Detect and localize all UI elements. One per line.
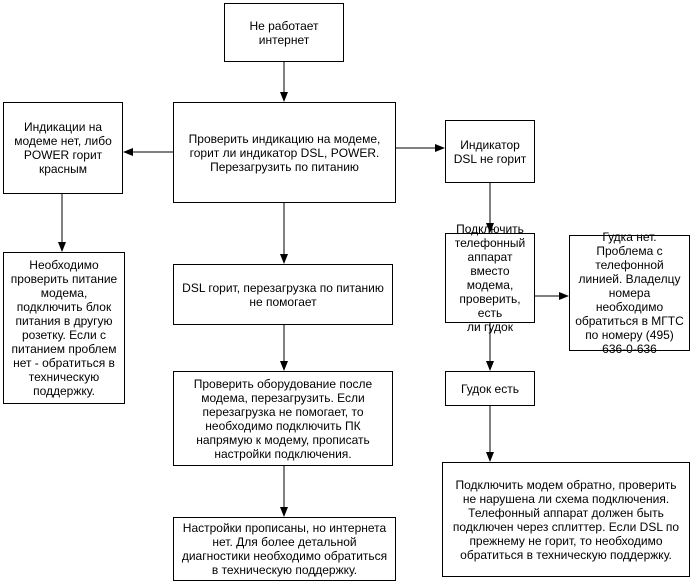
node-dsl-on: DSL горит, перезагрузка по питанию не по…	[173, 264, 393, 325]
node-left-action: Необходимо проверить питание модема, под…	[3, 252, 125, 404]
node-equipment: Проверить оборудование после модема, пер…	[173, 371, 393, 466]
node-reconnect: Подключить модем обратно, проверить не н…	[442, 462, 690, 577]
node-phone-check-label: Подключить телефонный аппарат вместо мод…	[454, 222, 526, 334]
node-check-label: Проверить индикацию на модеме, горит ли …	[188, 131, 381, 174]
node-left-action-label: Необходимо проверить питание модема, под…	[10, 258, 118, 398]
node-no-tone: Гудка нет. Проблема с телефонной линией.…	[569, 230, 690, 356]
node-tone-ok: Гудок есть	[445, 371, 535, 406]
node-final-label: Настройки прописаны, но интернета нет. Д…	[181, 521, 388, 577]
node-reconnect-label: Подключить модем обратно, проверить не н…	[452, 477, 680, 562]
node-left-status: Индикации на модеме нет, либо POWER гори…	[3, 102, 123, 194]
node-start: Не работает интернет	[224, 3, 344, 62]
node-equipment-label: Проверить оборудование после модема, пер…	[193, 376, 373, 461]
node-right-status-label: Индикатор DSL не горит	[453, 137, 527, 166]
node-left-status-label: Индикации на модеме нет, либо POWER гори…	[14, 120, 112, 176]
node-right-status: Индикатор DSL не горит	[445, 120, 535, 183]
node-no-tone-label: Гудка нет. Проблема с телефонной линией.…	[575, 230, 684, 356]
node-dsl-on-label: DSL горит, перезагрузка по питанию не по…	[182, 280, 384, 309]
node-phone-check: Подключить телефонный аппарат вместо мод…	[445, 222, 535, 334]
node-start-label: Не работает интернет	[249, 18, 319, 47]
node-check: Проверить индикацию на модеме, горит ли …	[173, 102, 396, 203]
node-final: Настройки прописаны, но интернета нет. Д…	[173, 517, 396, 581]
node-tone-ok-label: Гудок есть	[461, 381, 519, 396]
